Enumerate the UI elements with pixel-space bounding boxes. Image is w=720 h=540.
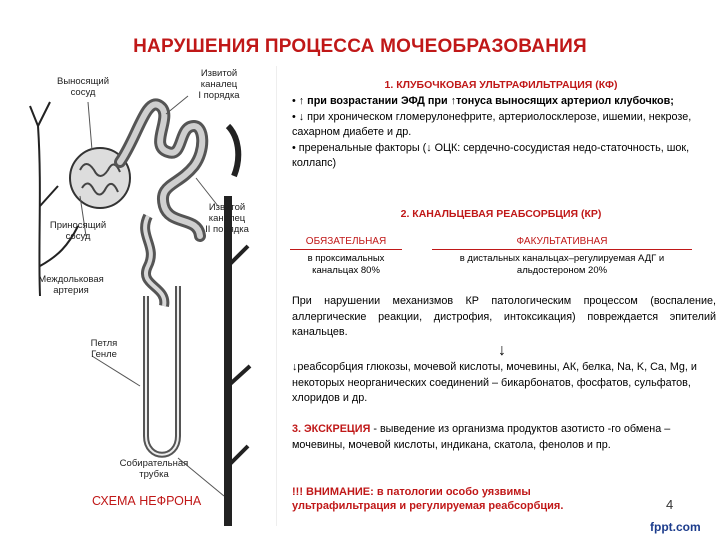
page-number: 4 bbox=[666, 497, 673, 512]
nephron-diagram: Выносящий сосуд Извитой каналец I порядк… bbox=[28, 66, 277, 526]
diagram-caption: СХЕМА НЕФРОНА bbox=[92, 494, 201, 508]
label-henle-loop: Петля Генле bbox=[74, 338, 134, 360]
label-collecting-duct: Собирательная трубка bbox=[104, 458, 204, 480]
section1-body: • ↑ при возрастании ЭФД при ↑тонуса выно… bbox=[292, 94, 712, 172]
facultative-box: ФАКУЛЬТАТИВНАЯ в дистальных канальцах–ре… bbox=[432, 236, 692, 277]
footer-brand: fppt.com bbox=[650, 520, 701, 534]
content-column: 1. КЛУБОЧКОВАЯ УЛЬТРАФИЛЬТРАЦИЯ (КФ) • ↑… bbox=[286, 0, 720, 540]
section1-bullet-1: • ↑ при возрастании ЭФД при ↑тонуса выно… bbox=[292, 94, 712, 110]
obligatory-box: ОБЯЗАТЕЛЬНАЯ в проксимальных канальцах 8… bbox=[290, 236, 402, 277]
facultative-text: в дистальных канальцах–регулируемая АДГ … bbox=[432, 250, 692, 277]
section3: 3. ЭКСКРЕЦИЯ - выведение из организма пр… bbox=[292, 422, 716, 453]
section1-bullet-2: • ↓ при хроническом гломерулонефрите, ар… bbox=[292, 110, 712, 141]
warning-note: !!! ВНИМАНИЕ: в патологии особо уязвимы … bbox=[292, 485, 632, 513]
section2-para2: ↓реабсорбция глюкозы, мочевой кислоты, м… bbox=[292, 360, 716, 407]
facultative-heading: ФАКУЛЬТАТИВНАЯ bbox=[432, 236, 692, 250]
label-afferent-vessel: Приносящий сосуд bbox=[40, 220, 116, 242]
obligatory-text: в проксимальных канальцах 80% bbox=[290, 250, 402, 277]
section3-heading: 3. ЭКСКРЕЦИЯ bbox=[292, 423, 370, 435]
nephron-illustration bbox=[28, 66, 276, 526]
label-efferent-vessel: Выносящий сосуд bbox=[48, 76, 118, 98]
section1-bullet-3: • преренальные факторы (↓ ОЦК: сердечно-… bbox=[292, 141, 712, 172]
section2-para1: При нарушении механизмов КР патологическ… bbox=[292, 294, 716, 341]
label-interlobular-artery: Междольковая артерия bbox=[26, 274, 116, 296]
section2-heading: 2. КАНАЛЬЦЕВАЯ РЕАБСОРБЦИЯ (КР) bbox=[286, 208, 716, 220]
section1-heading: 1. КЛУБОЧКОВАЯ УЛЬТРАФИЛЬТРАЦИЯ (КФ) bbox=[286, 79, 716, 91]
obligatory-heading: ОБЯЗАТЕЛЬНАЯ bbox=[290, 236, 402, 250]
label-tubule-2: Извитой каналец II порядка bbox=[192, 202, 262, 235]
arrow-down-icon: ↓ bbox=[498, 342, 506, 360]
label-tubule-1: Извитой каналец I порядка bbox=[184, 68, 254, 101]
